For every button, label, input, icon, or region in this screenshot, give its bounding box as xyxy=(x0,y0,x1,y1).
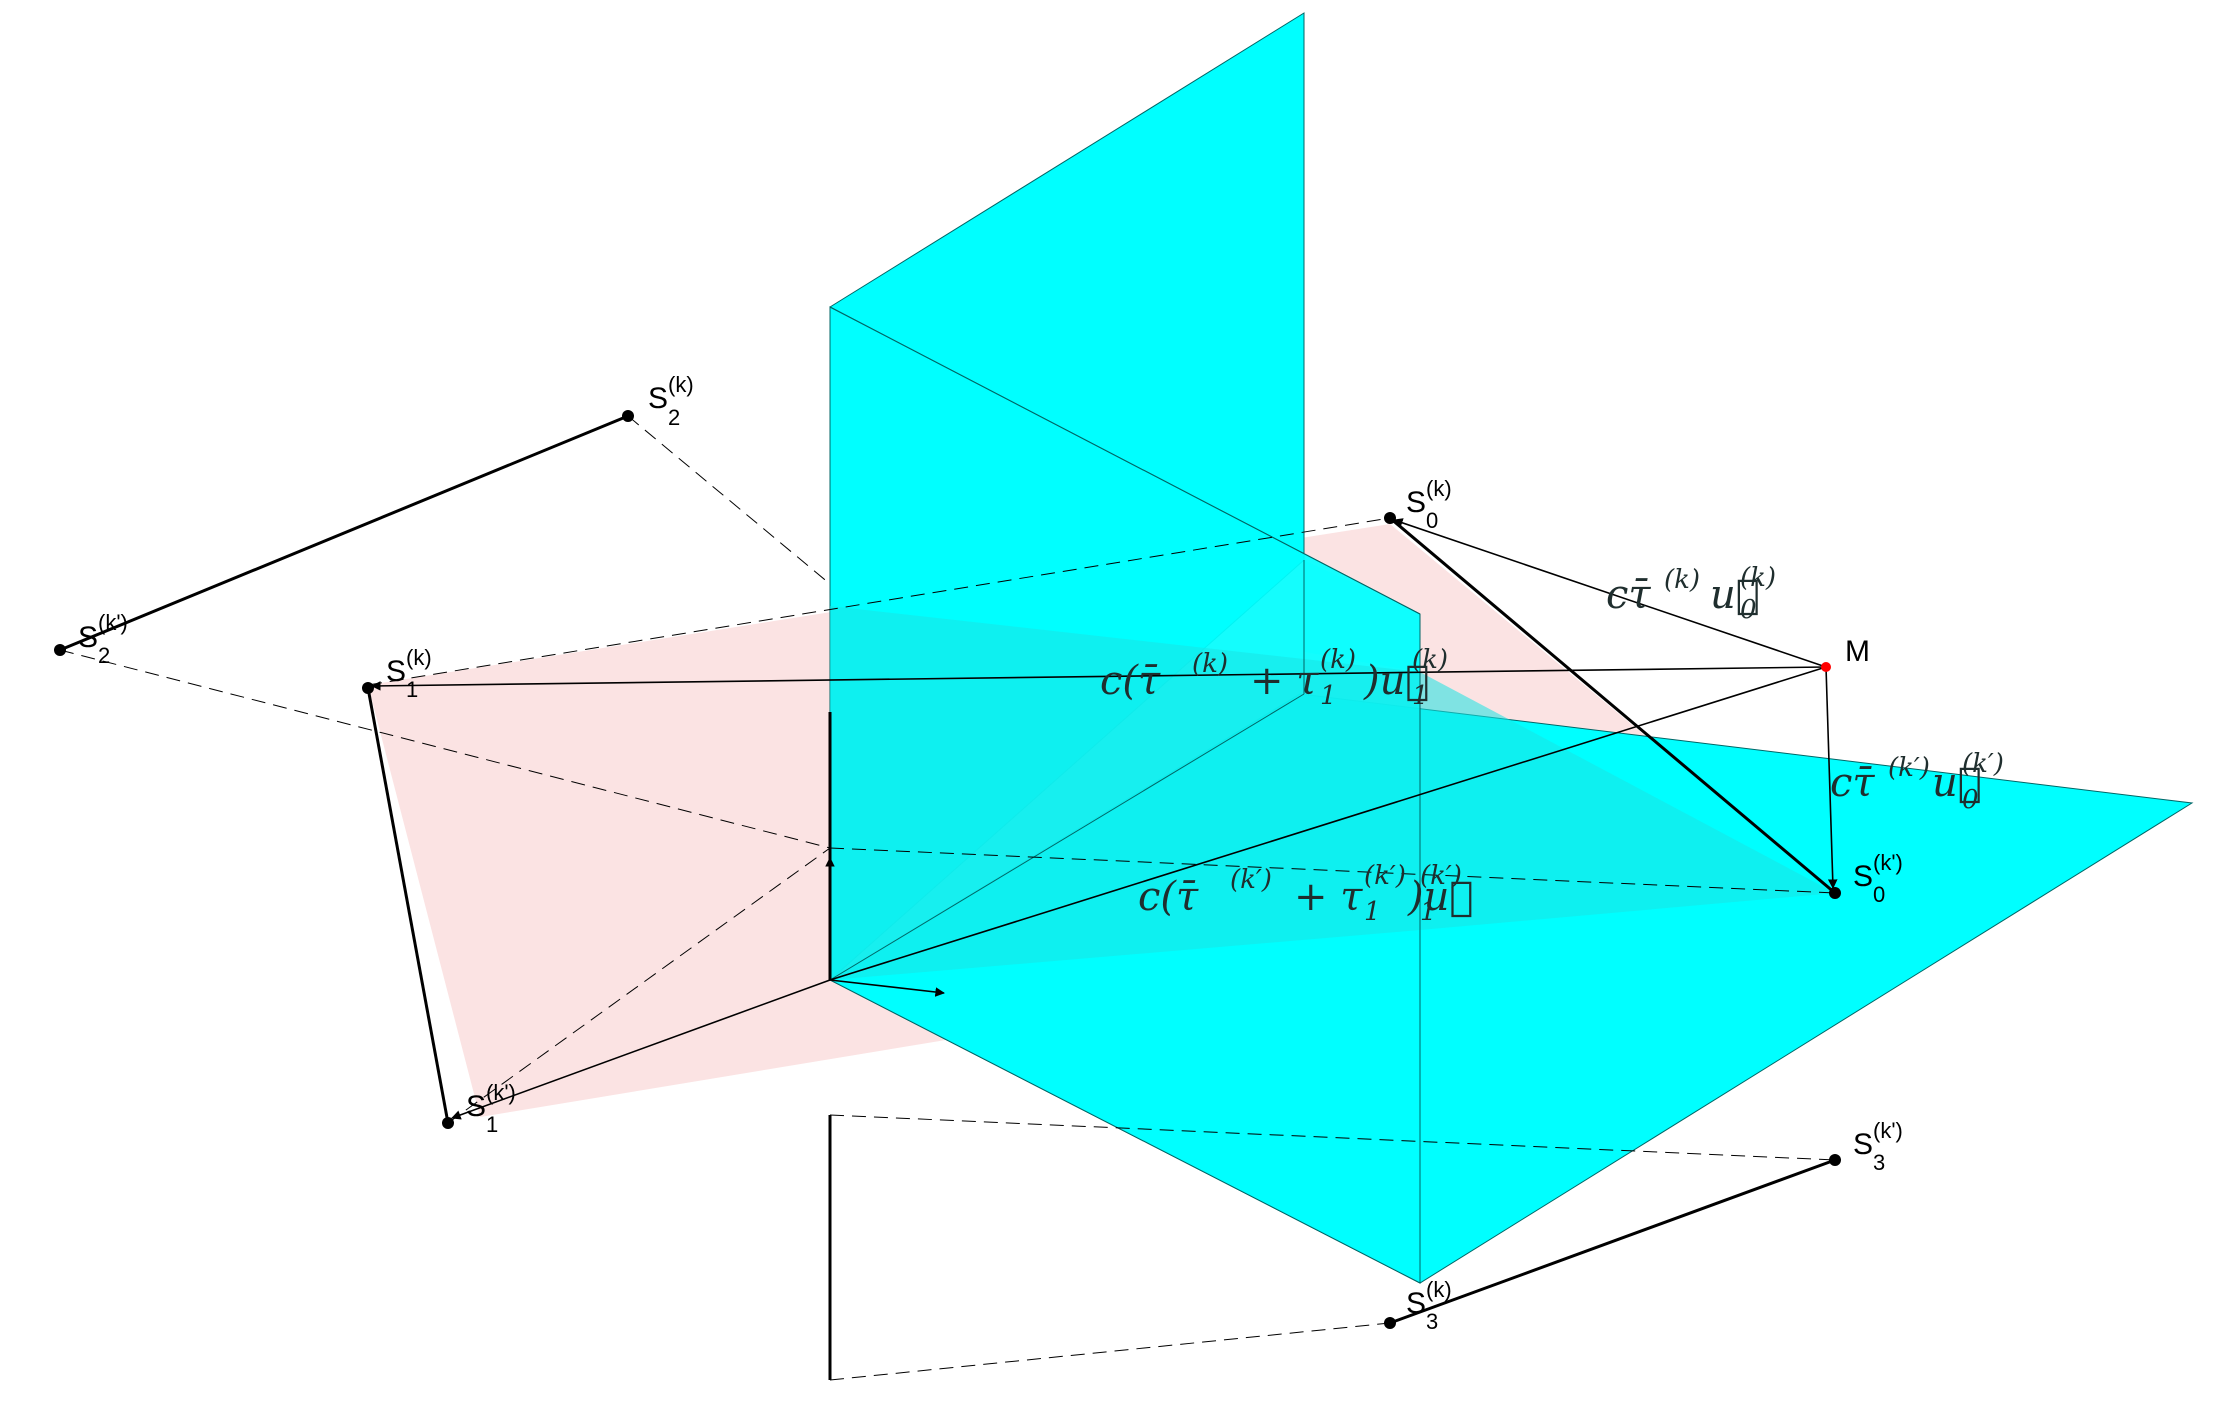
formula-u0k: cτ̄ (k) u⃗ 0 (k) xyxy=(1606,563,1776,625)
plane-intersection-line xyxy=(829,693,1305,981)
svg-text:(k): (k) xyxy=(1664,565,1700,595)
svg-text:(k): (k) xyxy=(1426,476,1452,501)
svg-text:S: S xyxy=(466,1090,486,1123)
point-S2kp xyxy=(54,644,66,656)
point-S2k xyxy=(622,410,634,422)
thick-segments xyxy=(59,414,1836,1380)
point-M xyxy=(1821,662,1831,672)
svg-text:+ τ: + τ xyxy=(1294,874,1363,920)
svg-text:u⃗: u⃗ xyxy=(1710,572,1760,618)
svg-text:(k): (k) xyxy=(1192,649,1228,679)
point-S1kp xyxy=(442,1117,454,1129)
svg-text:u⃗: u⃗ xyxy=(1932,760,1982,806)
svg-text:2: 2 xyxy=(98,643,110,668)
svg-text:(k′): (k′) xyxy=(1420,861,1462,891)
svg-text:(k): (k) xyxy=(668,372,694,397)
label-S1k: S (k) 1 xyxy=(386,645,432,702)
svg-text:2: 2 xyxy=(668,405,680,430)
svg-text:3: 3 xyxy=(1426,1309,1438,1334)
dashed-lines xyxy=(59,415,1836,1381)
svg-text:S: S xyxy=(1853,1128,1873,1161)
svg-text:(k): (k) xyxy=(1740,563,1776,593)
formula-u1kp: c(τ̄ (k′) + τ 1 (k′) )u⃗ 1 (k′) xyxy=(1138,861,1473,927)
svg-text:(k′): (k′) xyxy=(1962,749,2004,779)
plane-overlap-tint xyxy=(830,606,1835,980)
svg-text:(k'): (k') xyxy=(486,1080,516,1105)
plane-edge-line xyxy=(829,306,1421,615)
svg-text:(k′): (k′) xyxy=(1364,861,1406,891)
svg-text:1: 1 xyxy=(486,1112,498,1137)
svg-text:S: S xyxy=(1853,860,1873,893)
point-S3k xyxy=(1384,1317,1396,1329)
formula-u0kp: cτ̄ (k′) u⃗ 0 (k′) xyxy=(1830,749,2004,815)
point-S1k xyxy=(362,682,374,694)
svg-text:1: 1 xyxy=(406,677,418,702)
svg-text:+ τ: + τ xyxy=(1250,658,1319,704)
svg-text:1: 1 xyxy=(1364,897,1381,927)
label-S1kp: S (k') 1 xyxy=(466,1080,516,1137)
point-S0k xyxy=(1384,512,1396,524)
label-S3kp: S (k') 3 xyxy=(1853,1118,1903,1175)
svg-text:)u⃗: )u⃗ xyxy=(1407,874,1473,920)
svg-text:cτ̄: cτ̄ xyxy=(1830,760,1875,806)
label-M: M xyxy=(1845,635,1870,668)
svg-text:(k'): (k') xyxy=(98,610,128,635)
svg-text:S: S xyxy=(1406,486,1426,519)
svg-text:(k′): (k′) xyxy=(1230,865,1272,895)
svg-text:(k'): (k') xyxy=(1873,1118,1903,1143)
svg-text:0: 0 xyxy=(1426,508,1438,533)
label-S0kp: S (k') 0 xyxy=(1853,850,1903,907)
svg-text:(k): (k) xyxy=(1426,1277,1452,1302)
svg-text:c(τ̄: c(τ̄ xyxy=(1100,658,1161,704)
vectors xyxy=(371,518,1838,1120)
label-S2k: S (k) 2 xyxy=(648,372,694,430)
svg-text:0: 0 xyxy=(1873,882,1885,907)
svg-text:3: 3 xyxy=(1873,1150,1885,1175)
svg-text:S: S xyxy=(386,655,406,688)
label-S3k: S (k) 3 xyxy=(1406,1277,1452,1334)
svg-text:1: 1 xyxy=(1412,681,1429,711)
svg-text:(k′): (k′) xyxy=(1888,753,1930,783)
svg-text:0: 0 xyxy=(1962,785,1979,815)
label-S2kp: S (k') 2 xyxy=(78,610,128,668)
svg-text:c(τ̄: c(τ̄ xyxy=(1138,874,1199,920)
svg-text:1: 1 xyxy=(1420,897,1437,927)
svg-text:(k'): (k') xyxy=(1873,850,1903,875)
svg-text:S: S xyxy=(78,621,98,654)
svg-text:S: S xyxy=(648,382,668,415)
points xyxy=(54,410,1841,1329)
svg-text:S: S xyxy=(1406,1287,1426,1320)
svg-text:)u⃗: )u⃗ xyxy=(1363,658,1429,704)
svg-text:1: 1 xyxy=(1320,681,1337,711)
svg-text:(k): (k) xyxy=(1320,645,1356,675)
svg-text:(k): (k) xyxy=(406,645,432,670)
point-S3kp xyxy=(1829,1154,1841,1166)
svg-text:cτ̄: cτ̄ xyxy=(1606,572,1651,618)
svg-text:0: 0 xyxy=(1740,595,1757,625)
label-S0k: S (k) 0 xyxy=(1406,476,1452,533)
formula-u1k: c(τ̄ (k) + τ 1 (k) )u⃗ 1 (k) xyxy=(1100,645,1448,711)
svg-text:M: M xyxy=(1845,635,1870,668)
point-S0kp xyxy=(1829,887,1841,899)
svg-text:(k): (k) xyxy=(1412,645,1448,675)
